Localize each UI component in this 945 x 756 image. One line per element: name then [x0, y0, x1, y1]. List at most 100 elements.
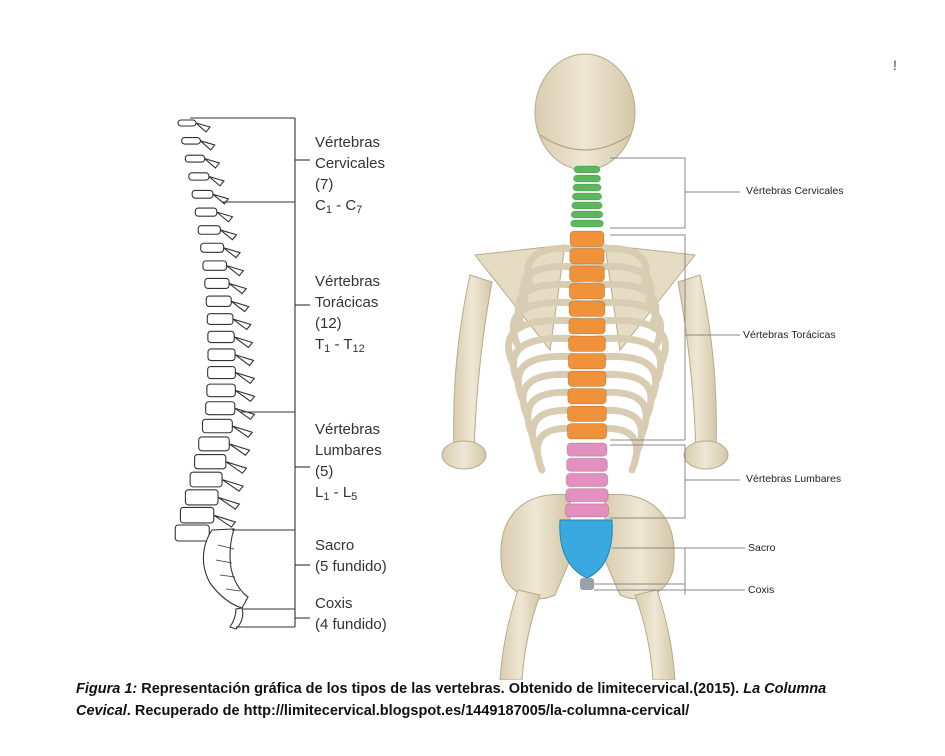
figure-number: Figura 1: — [76, 681, 138, 697]
lateral-spinous-process — [235, 389, 256, 403]
lateral-spinous-process — [235, 372, 256, 385]
thoracic-label: Vértebras Torácicas (12) T1 - T12 — [315, 273, 381, 355]
lumbar-vertebra — [566, 457, 608, 472]
lateral-spinous-process — [213, 514, 237, 528]
lumbar-caption: Vértebras Lumbares — [746, 473, 842, 485]
lateral-spinous-process — [216, 211, 234, 223]
coccyx-gray — [580, 578, 594, 590]
coccyx-label: Coxis (4 fundido) — [315, 595, 387, 633]
right-ilium — [604, 493, 675, 600]
cervical-vertebra — [572, 174, 602, 183]
lateral-vertebra — [197, 225, 221, 235]
lateral-vertebra — [201, 418, 233, 434]
skeleton-drawing — [441, 53, 745, 681]
lateral-coccyx-shape — [229, 607, 244, 630]
sacrum-caption: Sacro — [748, 542, 776, 554]
lateral-spinous-process — [220, 229, 238, 241]
lateral-spinous-process — [204, 158, 221, 169]
lateral-vertebra — [179, 506, 215, 524]
lateral-vertebra — [184, 489, 219, 506]
lateral-vertebra — [188, 172, 210, 181]
caption-title: La Columna Cevical — [76, 681, 827, 719]
left-ilium — [500, 493, 571, 600]
lateral-vertebra — [200, 242, 225, 253]
cervical-caption: Vértebras Cervicales — [746, 185, 844, 197]
lateral-spinous-process — [231, 425, 254, 439]
thoracic-vertebra — [569, 265, 605, 282]
lateral-spinous-process — [230, 300, 250, 313]
left-femur — [499, 589, 541, 681]
lateral-spinous-process — [208, 175, 225, 187]
right-femur — [634, 589, 676, 681]
thoracic-vertebra — [567, 388, 607, 405]
thoracic-vertebra — [566, 423, 608, 440]
lateral-vertebra — [206, 313, 234, 326]
lateral-vertebra — [194, 207, 218, 217]
lateral-spinous-process — [228, 443, 251, 456]
lateral-spinous-process — [234, 407, 256, 421]
left-humerus — [453, 274, 493, 453]
lateral-vertebra — [206, 383, 236, 398]
right-humerus — [677, 274, 717, 453]
lateral-spinous-process — [232, 318, 252, 331]
lateral-vertebra — [205, 401, 236, 416]
lateral-spinous-process — [226, 265, 245, 277]
thoracic-vertebra — [568, 335, 606, 352]
cervical-label: Vértebras Cervicales (7) C1 - C7 — [315, 134, 386, 216]
lateral-vertebra — [207, 348, 236, 362]
thoracic-vertebra — [567, 370, 607, 387]
lateral-spine-diagram: Vértebras Cervicales (7) C1 - C7 Vértebr… — [150, 105, 440, 635]
lateral-vertebra — [184, 154, 206, 163]
rib — [583, 316, 669, 366]
thoracic-vertebra — [567, 405, 607, 422]
skull — [534, 53, 636, 171]
posterior-skeleton-illustration: Vértebras Cervicales Vértebras Torácicas… — [430, 50, 910, 681]
lateral-vertebra — [207, 330, 235, 344]
cervical-vertebra — [572, 183, 602, 192]
leader-lines — [594, 157, 745, 595]
lateral-spinous-process — [221, 478, 244, 492]
lateral-vertebra — [177, 119, 197, 127]
lateral-spinous-process — [217, 496, 241, 510]
colored-spine — [564, 165, 610, 518]
thoracic-vertebra — [568, 283, 606, 300]
corner-mark: ! — [893, 57, 897, 73]
rib — [505, 316, 591, 366]
rib — [583, 334, 665, 384]
sacrum-colored — [559, 519, 613, 579]
lateral-spinous-process — [225, 461, 248, 474]
cervical-vertebra — [570, 210, 604, 219]
lateral-spinous-process — [228, 282, 248, 295]
lumbar-label: Vértebras Lumbares (5) L1 - L5 — [315, 421, 382, 503]
caption-text: Representación gráfica de los tipos de l… — [137, 681, 744, 697]
lateral-vertebra — [189, 471, 223, 488]
lumbar-vertebra — [566, 442, 608, 457]
cervical-vertebra — [570, 219, 604, 228]
thoracic-vertebra — [567, 353, 607, 370]
thoracic-vertebra — [569, 230, 605, 247]
lateral-spinous-process — [195, 122, 211, 133]
lateral-spinous-process — [200, 140, 216, 151]
rib — [509, 334, 591, 384]
lateral-vertebra — [198, 436, 230, 452]
cervical-vertebra — [571, 192, 603, 201]
lateral-vertebra — [204, 277, 230, 289]
lateral-vertebra — [191, 189, 214, 199]
lumbar-vertebra — [564, 503, 610, 518]
thoracic-vertebra — [569, 248, 605, 265]
lateral-sacrum-shape — [202, 528, 249, 609]
cervical-vertebra — [571, 201, 603, 210]
lumbar-vertebra — [565, 472, 609, 488]
coccyx-caption: Coxis — [748, 584, 775, 596]
lateral-vertebra — [194, 454, 227, 470]
lateral-vertebra — [174, 524, 210, 542]
lateral-vertebra — [207, 365, 236, 380]
lateral-spinous-process — [233, 336, 254, 349]
lateral-spine-drawing — [174, 117, 310, 630]
caption-text-2: . Recuperado de http://limitecervical.bl… — [126, 703, 690, 719]
thoracic-vertebra — [568, 318, 606, 335]
lateral-spinous-process — [223, 247, 241, 259]
lateral-vertebra — [205, 295, 232, 307]
bracket-lines — [190, 117, 310, 628]
figure-caption: Figura 1: Representación gráfica de los … — [76, 678, 866, 722]
